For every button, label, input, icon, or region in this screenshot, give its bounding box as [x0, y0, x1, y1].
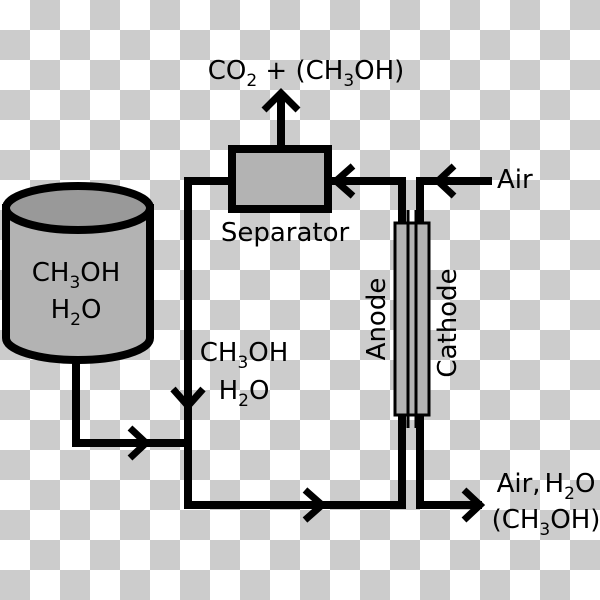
- methanol-tank: CH3OH H2O: [2, 182, 154, 364]
- tank-label-line2: H2O: [51, 295, 102, 330]
- arrow-right-icon: [302, 487, 328, 523]
- exhaust-label-line2: (CH3OH): [492, 505, 600, 540]
- air-inlet-label: Air: [497, 165, 533, 195]
- fuel-cell-stack: [393, 221, 431, 417]
- arrow-right-icon: [461, 487, 486, 523]
- arrow-left-icon: [432, 163, 457, 199]
- feed-label-line2: H2O: [219, 376, 270, 411]
- separator-output-label: CO2 + (CH3OH): [208, 56, 405, 91]
- arrow-right-icon: [127, 425, 152, 461]
- tank-label-line1: CH3OH: [32, 258, 121, 293]
- feed-label-line1: CH3OH: [200, 338, 289, 373]
- flow-arrows: [127, 88, 486, 523]
- fuel-cell: Anode Cathode: [362, 210, 463, 428]
- separator-label: Separator: [221, 218, 350, 248]
- tank-body: [2, 204, 154, 364]
- arrow-down-icon: [170, 386, 206, 412]
- separator: Separator: [221, 145, 350, 248]
- anode-label: Anode: [362, 278, 392, 361]
- recirculation-pipe: [184, 177, 406, 509]
- cathode-label: Cathode: [433, 268, 463, 377]
- arrow-left-icon: [330, 163, 356, 199]
- tank-top: [2, 182, 154, 234]
- arrow-up-icon: [261, 88, 301, 113]
- separator-box: [228, 145, 332, 213]
- exhaust-label-line1: Air,H2O: [497, 469, 596, 504]
